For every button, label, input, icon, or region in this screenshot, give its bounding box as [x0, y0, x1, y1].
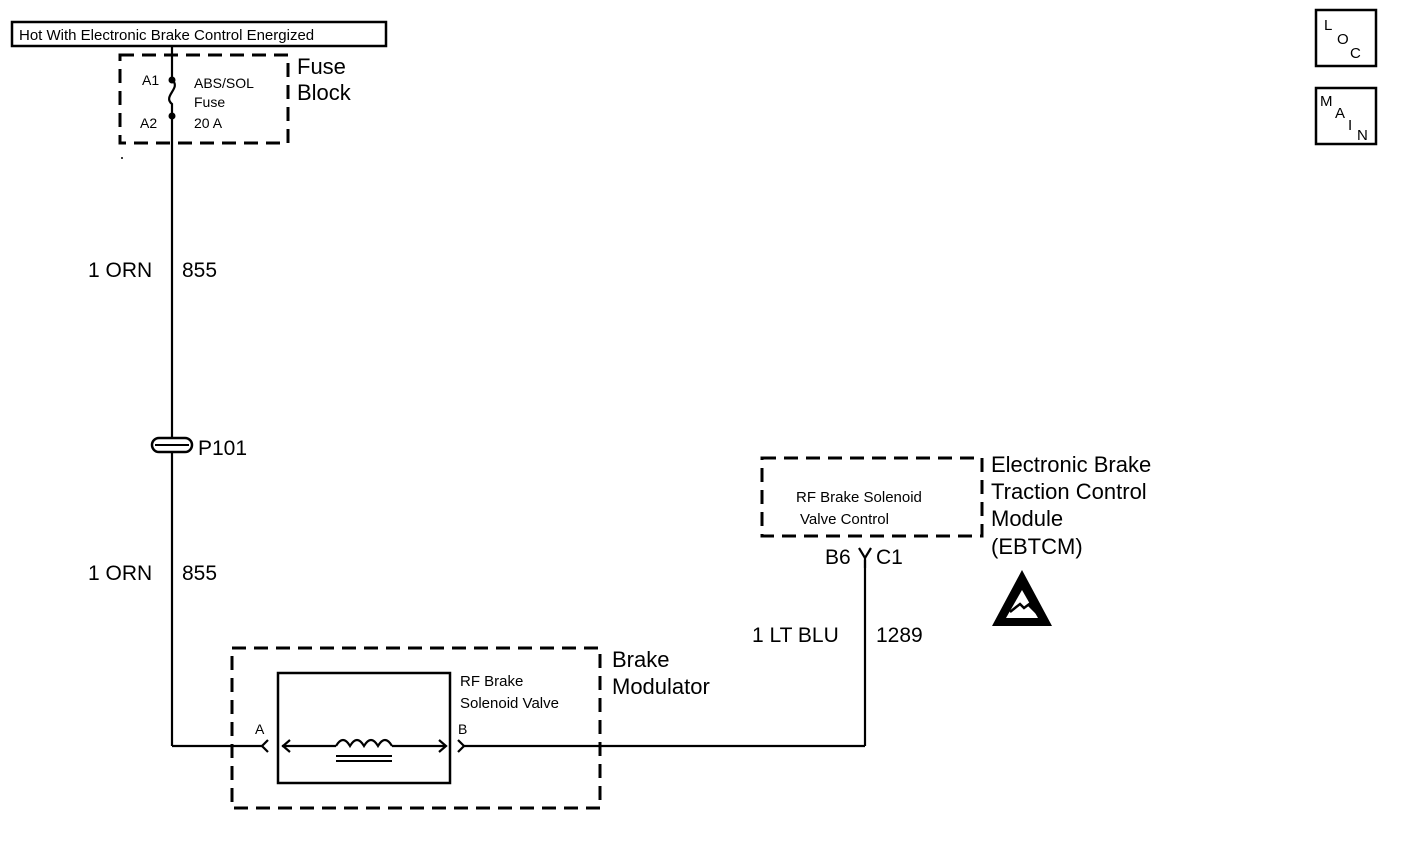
svg-text:M: M [1320, 93, 1333, 110]
pin-a1: A1 [142, 72, 159, 88]
modulator-title-2: Modulator [612, 674, 710, 699]
ebtcm-title-4: (EBTCM) [991, 534, 1083, 559]
fuse-block-title-2: Block [297, 80, 352, 105]
solenoid-coil-icon [335, 738, 393, 749]
esd-warning-icon [992, 570, 1052, 626]
ebtcm-inner-1: RF Brake Solenoid [796, 489, 922, 506]
fuse-block-title-1: Fuse [297, 54, 346, 79]
pin-a: A [255, 721, 265, 737]
modulator-title-1: Brake [612, 647, 669, 672]
ebtcm-title-3: Module [991, 506, 1063, 531]
ebtcm-title-2: Traction Control [991, 479, 1147, 504]
wire-lower-color: 1 ORN [88, 562, 152, 585]
main-button[interactable]: M A I N [1314, 86, 1378, 146]
fuse-word: Fuse [194, 94, 225, 110]
ebtcm-inner-2: Valve Control [800, 511, 889, 528]
wire-upper-circuit: 855 [182, 259, 217, 282]
fuse-name: ABS/SOL [194, 75, 254, 91]
svg-text:O: O [1337, 31, 1349, 48]
valve-label-1: RF Brake [460, 673, 523, 690]
brake-modulator: A B RF Brake Solenoid Valve Brake Modula… [230, 646, 710, 810]
pin-a2: A2 [140, 115, 157, 131]
connector-c1-icon [858, 547, 872, 561]
loc-button[interactable]: L O C [1314, 8, 1378, 68]
pin-b: B [458, 721, 467, 737]
ebtcm-title-1: Electronic Brake [991, 452, 1151, 477]
splice-label: P101 [198, 437, 247, 460]
splice-p101: P101 [150, 436, 247, 460]
svg-text:C: C [1350, 45, 1361, 62]
wire-upper-color: 1 ORN [88, 259, 152, 282]
power-label: Hot With Electronic Brake Control Energi… [19, 27, 314, 44]
svg-text:L: L [1324, 17, 1332, 34]
ebtcm-pin: B6 [825, 546, 851, 569]
fuse-block: A1 A2 ABS/SOL Fuse 20 A Fuse Block [118, 46, 352, 145]
svg-text:A: A [1335, 105, 1345, 122]
ebtcm-connector: C1 [876, 546, 903, 569]
svg-text:I: I [1348, 117, 1352, 134]
valve-label-2: Solenoid Valve [460, 695, 559, 712]
ebtcm-module: RF Brake Solenoid Valve Control B6 C1 El… [760, 452, 1151, 569]
wire-lower-circuit: 855 [182, 562, 217, 585]
wire-ebtcm-circuit: 1289 [876, 624, 923, 647]
svg-text:N: N [1357, 127, 1368, 144]
fuse-icon [168, 79, 176, 116]
wire-ebtcm-color: 1 LT BLU [752, 624, 839, 647]
fuse-rating: 20 A [194, 115, 223, 131]
power-header: Hot With Electronic Brake Control Energi… [10, 20, 388, 48]
